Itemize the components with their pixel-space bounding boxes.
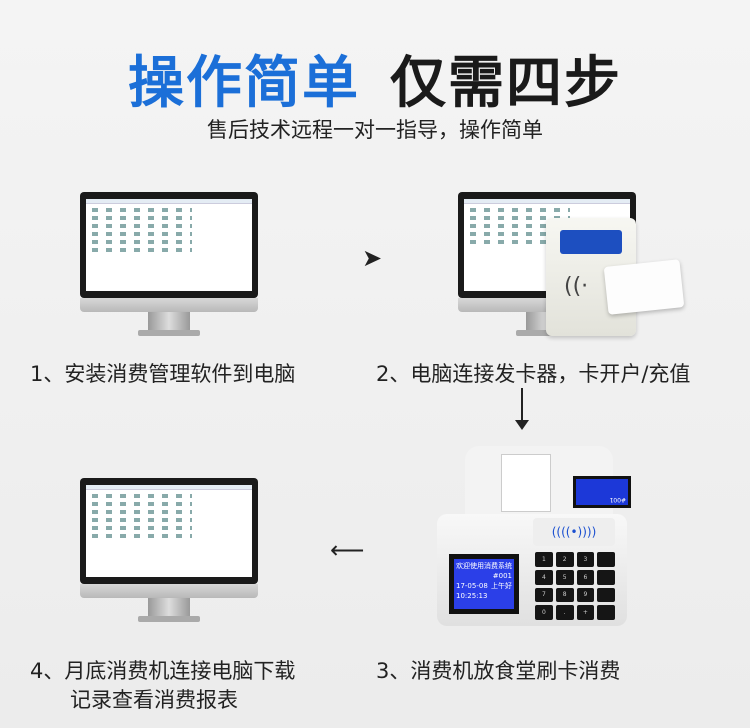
key	[597, 587, 615, 603]
step4-label-line1: 4、月底消费机连接电脑下载	[30, 659, 296, 683]
screen-title: 欢迎使用消费系统	[456, 562, 512, 570]
key: .	[555, 605, 574, 620]
screen-date: 17-05-08	[456, 582, 488, 590]
arrow-left-icon: ⟵	[330, 536, 365, 564]
step2-label: 2、电脑连接发卡器，卡开户/充值	[376, 362, 691, 386]
screen-time: 10:25:13	[456, 592, 488, 600]
display-terminal: #001	[609, 496, 626, 503]
ic-card	[603, 259, 685, 315]
key: 5	[555, 569, 574, 585]
key: 1	[535, 552, 553, 567]
step3-label: 3、消费机放食堂刷卡消费	[376, 659, 621, 683]
card-reader: ((·	[546, 218, 636, 336]
page-title: 操作简单仅需四步	[0, 38, 750, 119]
monitor-step4	[80, 478, 258, 626]
receipt-printer	[501, 454, 551, 512]
key: 9	[576, 587, 595, 603]
key: 4	[535, 569, 553, 585]
title-black: 仅需四步	[390, 51, 622, 116]
step1-label: 1、安装消费管理软件到电脑	[30, 362, 296, 386]
key	[597, 552, 615, 567]
arrow-right-icon: ➤	[362, 244, 383, 272]
key	[597, 605, 615, 620]
key: 6	[576, 569, 595, 585]
screen-terminal: #001	[492, 572, 512, 580]
customer-display: #001	[573, 476, 631, 508]
monitor-step1	[80, 192, 258, 340]
key	[597, 569, 615, 585]
key: 0	[535, 605, 553, 620]
key: +	[576, 605, 595, 620]
key: 7	[535, 587, 553, 603]
key: 8	[555, 587, 574, 603]
nfc-icon: ((((•))))	[533, 518, 615, 546]
subtitle: 售后技术远程一对一指导，操作简单	[207, 118, 543, 142]
key: 2	[555, 552, 574, 567]
arrow-down-icon	[521, 388, 523, 424]
screen-greeting: 上午好	[491, 582, 512, 590]
arrow-down-head	[515, 420, 529, 430]
key: 3	[576, 552, 595, 567]
step4-label-line2: 记录查看消费报表	[70, 688, 238, 712]
title-blue: 操作简单	[128, 51, 360, 116]
rfid-icon: ((·	[564, 274, 589, 299]
